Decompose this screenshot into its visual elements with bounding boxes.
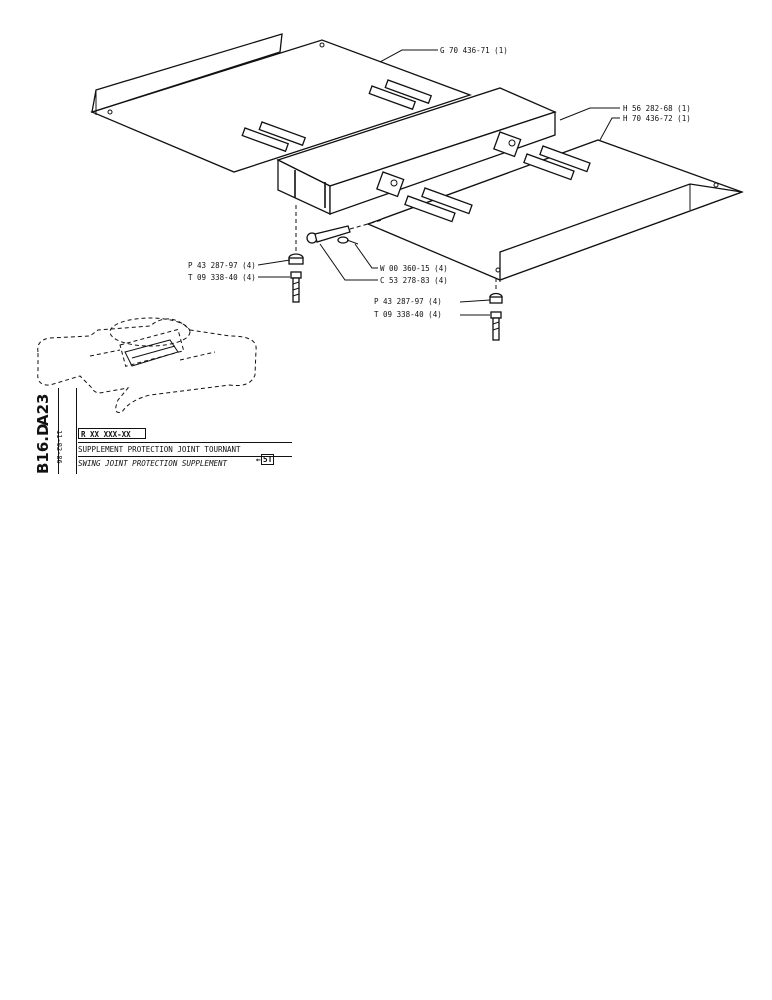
label-plate-right: H 70 436-72 (1) [623, 114, 691, 123]
title-french: SUPPLEMENT PROTECTION JOINT TOURNANT [78, 445, 241, 454]
machine-locator-sketch [37, 317, 257, 413]
reference-number: R XX XXX-XX [78, 428, 146, 439]
page-reference-number: 5T [260, 454, 275, 465]
right-fasteners [489, 278, 503, 341]
label-channel: H 56 282-68 (1) [623, 104, 691, 113]
title-block-date-column: 11-02-86 [55, 388, 77, 474]
right-protection-plate [366, 139, 744, 282]
title-block: A23 B16.D 11-02-86 R XX XXX-XX SUPPLEMEN… [28, 388, 292, 474]
left-protection-plate [90, 33, 472, 173]
label-pin: C 53 278-83 (4) [380, 276, 448, 285]
center-channel [276, 87, 557, 216]
label-plate-left: G 70 436-71 (1) [440, 46, 508, 55]
drawing-code-a: A23 [34, 393, 52, 426]
leader-lines [257, 49, 620, 316]
title-block-code-column: A23 B16.D [28, 388, 59, 474]
label-washer-right: P 43 287-97 (4) [374, 297, 442, 306]
exploded-parts-diagram: G 70 436-71 (1) H 56 282-68 (1) H 70 436… [37, 33, 744, 413]
drawing-code-b: B16.D [34, 423, 52, 474]
drawing-date: 11-02-86 [55, 430, 63, 464]
label-bolt-right: T 09 338-40 (4) [374, 310, 442, 319]
divider [78, 442, 292, 443]
label-bolt-left: T 09 338-40 (4) [188, 273, 256, 282]
left-fasteners [288, 205, 383, 303]
title-english: SWING JOINT PROTECTION SUPPLEMENT [78, 459, 228, 468]
label-washer-left: P 43 287-97 (4) [188, 261, 256, 270]
divider [78, 456, 292, 457]
page-reference: ←5T [256, 454, 275, 465]
label-split-pin: W 00 360-15 (4) [380, 264, 448, 273]
title-block-main: R XX XXX-XX SUPPLEMENT PROTECTION JOINT … [78, 428, 292, 474]
